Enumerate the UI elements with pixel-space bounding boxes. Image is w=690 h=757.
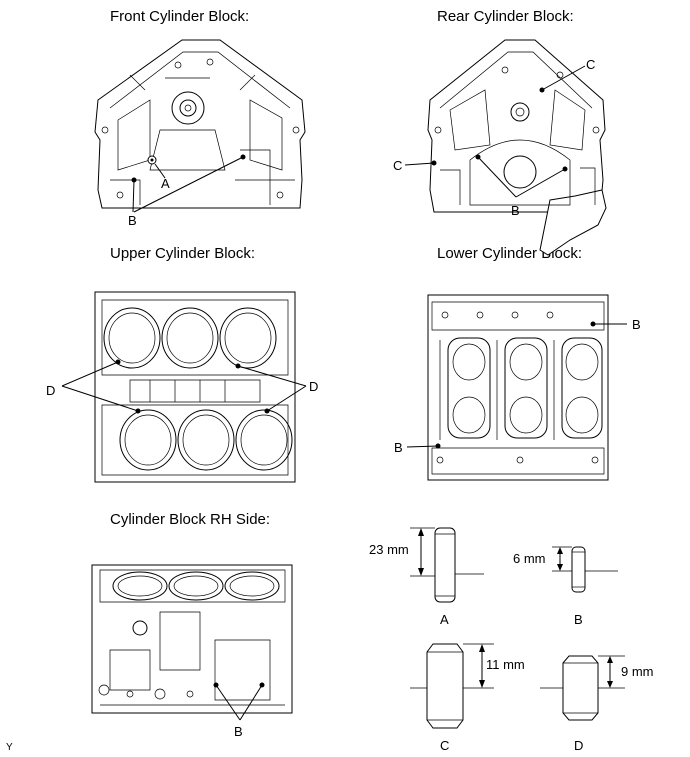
upper-block-title: Upper Cylinder Block:: [110, 245, 256, 262]
pin-a-dimension: 23 mm: [369, 542, 409, 557]
callout-rear-c-left: C: [393, 158, 403, 173]
upper-cylinder-block-drawing: [61, 291, 307, 483]
callout-front-b: B: [128, 213, 137, 228]
pin-b-dimension: 6 mm: [513, 551, 546, 566]
pin-c-drawing: [410, 643, 494, 729]
pin-a-label: A: [440, 612, 449, 627]
rear-block-title: Rear Cylinder Block:: [437, 8, 574, 25]
pin-c-dimension: 11 mm: [486, 657, 525, 672]
front-cylinder-block-drawing: [94, 39, 306, 213]
rh-side-block-drawing: [91, 564, 293, 721]
pin-a-drawing: [410, 527, 484, 603]
callout-upper-d-right: D: [309, 379, 319, 394]
pin-b-drawing: [552, 546, 618, 593]
pin-c-label: C: [440, 738, 450, 753]
callout-lower-b-left: B: [394, 440, 403, 455]
rear-cylinder-block-drawing: [404, 39, 607, 256]
pin-b-label: B: [574, 612, 583, 627]
pin-d-drawing: [540, 655, 625, 721]
rh-side-title: Cylinder Block RH Side:: [110, 511, 271, 528]
callout-rear-b: B: [511, 203, 520, 218]
corner-mark: Y: [6, 742, 13, 753]
lower-cylinder-block-drawing: [406, 294, 627, 481]
callout-rh-b: B: [234, 724, 243, 739]
callout-rear-c-top: C: [586, 57, 596, 72]
callout-upper-d-left: D: [46, 383, 56, 398]
front-block-title: Front Cylinder Block:: [110, 8, 250, 25]
pin-d-label: D: [574, 738, 584, 753]
callout-lower-b-right: B: [632, 317, 641, 332]
callout-front-a: A: [161, 176, 170, 191]
pin-d-dimension: 9 mm: [621, 664, 654, 679]
